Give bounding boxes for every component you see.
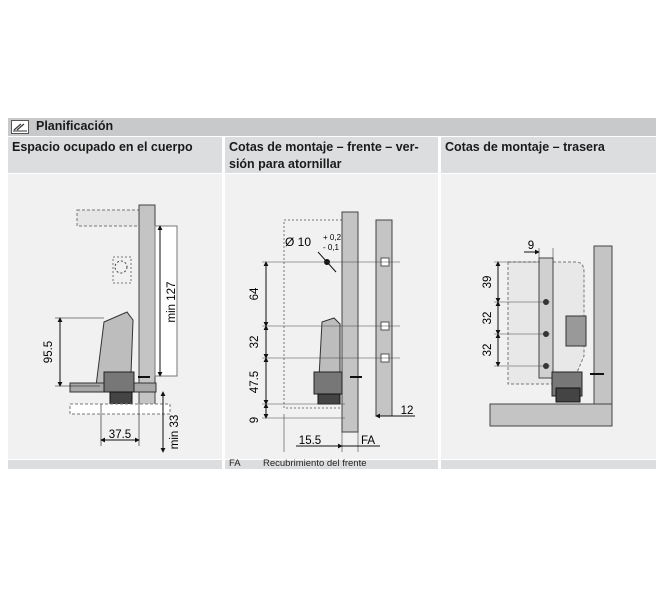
runner — [103, 371, 135, 393]
column-footer-2 — [225, 460, 438, 469]
title-bar: Planificación — [8, 118, 656, 136]
label-32: 32 — [249, 336, 261, 349]
heading-front-line1: Cotas de montaje – frente – ver- — [229, 140, 419, 154]
column-heading-1: Espacio ocupado en el cuerpo — [8, 137, 222, 173]
label-64: 64 — [249, 287, 261, 300]
runner-profile-3 — [555, 387, 581, 403]
rear-bottom — [489, 403, 613, 427]
label-37-5: 37.5 — [109, 429, 131, 441]
label-9-rear: 9 — [528, 240, 534, 252]
label-min33: min 33 — [169, 415, 181, 450]
heading-rear: Cotas de montaje – trasera — [445, 140, 605, 154]
heading-occupied-space: Espacio ocupado en el cuerpo — [12, 140, 193, 154]
label-32b: 32 — [482, 344, 494, 357]
diagram-occupied-space: 95.5 min 127 37.5 min 33 — [43, 204, 181, 453]
label-15-5: 15.5 — [299, 435, 321, 447]
cabinet-side-2 — [341, 211, 359, 433]
rear-wall — [593, 245, 613, 417]
label-47-5: 47.5 — [249, 371, 261, 393]
label-95-5: 95.5 — [43, 341, 55, 363]
cabinet-bottom — [69, 403, 171, 415]
label-9: 9 — [249, 417, 261, 423]
column-footer-3 — [441, 460, 656, 469]
bore-hole — [114, 260, 128, 274]
bore-box — [112, 256, 132, 284]
label-tol-plus: + 0,2 — [323, 233, 342, 242]
column-footer-1 — [8, 460, 222, 469]
column-heading-2: Cotas de montaje – frente – ver- sión pa… — [225, 137, 438, 173]
rear-bracket — [538, 257, 554, 379]
runner-profile-2 — [317, 393, 341, 405]
footnote-abbr: FA — [229, 458, 241, 469]
label-32a: 32 — [482, 312, 494, 325]
column-heading-3: Cotas de montaje – trasera — [441, 137, 656, 173]
page-title: Planificación — [36, 119, 114, 133]
heading-front-line2: sión para atornillar — [229, 157, 342, 171]
label-12: 12 — [401, 405, 414, 417]
ruler-icon — [11, 120, 29, 134]
footnote-text: Recubrimiento del frente — [263, 458, 367, 469]
label-fa: FA — [361, 435, 375, 447]
front-section — [375, 219, 393, 417]
column-panel-2 — [225, 174, 438, 459]
label-diameter: Ø 10 — [285, 235, 311, 249]
label-39: 39 — [482, 276, 494, 289]
label-tol-minus: - 0,1 — [323, 243, 340, 252]
rear-clip — [565, 315, 587, 347]
drawer-top-part — [76, 209, 140, 227]
label-min127: min 127 — [166, 282, 178, 323]
diagram-front-mounting: 64 32 47.5 9 Ø 10 + 0,2 - 0,1 15.5 FA 12 — [249, 211, 415, 452]
cabinet-side — [138, 204, 156, 406]
runner-profile — [109, 391, 133, 405]
runner-2 — [313, 371, 343, 395]
diagram-rear-mounting: 39 32 32 9 — [482, 240, 613, 427]
